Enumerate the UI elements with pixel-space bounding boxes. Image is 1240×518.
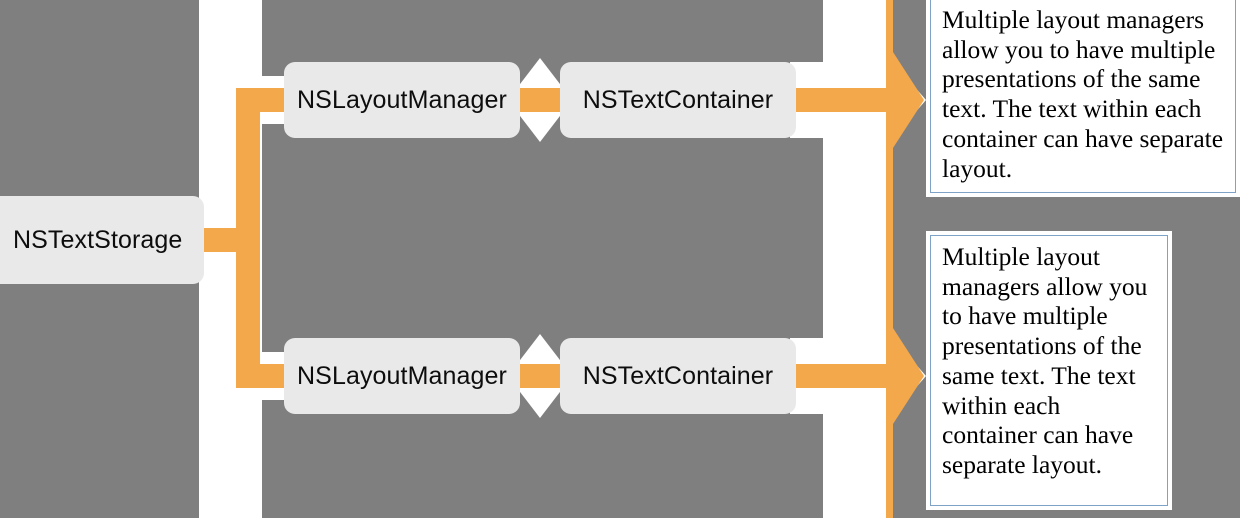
- link-lm-tc-top: [512, 88, 568, 112]
- right-vertical-rail: [886, 0, 893, 518]
- arrow-head-bottom: [880, 328, 924, 424]
- node-nstextcontainer-top[interactable]: NSTextContainer: [560, 62, 796, 138]
- node-nstextcontainer-top-label: NSTextContainer: [582, 85, 774, 114]
- node-nslayoutmanager-top[interactable]: NSLayoutManager: [284, 62, 520, 138]
- node-nstextcontainer-bottom-label: NSTextContainer: [582, 361, 774, 390]
- node-nslayoutmanager-top-label: NSLayoutManager: [297, 85, 507, 114]
- arrow-shaft-top: [790, 88, 893, 112]
- node-nstextstorage[interactable]: NSTextStorage: [0, 196, 204, 284]
- connector-strokes: [196, 0, 924, 518]
- node-nstextcontainer-bottom[interactable]: NSTextContainer: [560, 338, 796, 414]
- callout-box-top: Multiple layout managers allow you to ha…: [926, 0, 1240, 197]
- node-nslayoutmanager-bottom[interactable]: NSLayoutManager: [284, 338, 520, 414]
- callout-box-top-text: Multiple layout managers allow you to ha…: [930, 0, 1236, 193]
- link-lm-tc-bottom: [512, 364, 568, 388]
- left-vertical-trunk: [236, 88, 260, 388]
- node-nslayoutmanager-bottom-label: NSLayoutManager: [297, 361, 507, 390]
- callout-box-bottom: Multiple layout managers allow you to ha…: [926, 231, 1172, 510]
- arrow-head-top: [880, 52, 924, 148]
- node-nstextstorage-label: NSTextStorage: [13, 225, 183, 254]
- arrow-shaft-bottom: [790, 364, 893, 388]
- callout-box-bottom-text: Multiple layout managers allow you to ha…: [930, 235, 1168, 506]
